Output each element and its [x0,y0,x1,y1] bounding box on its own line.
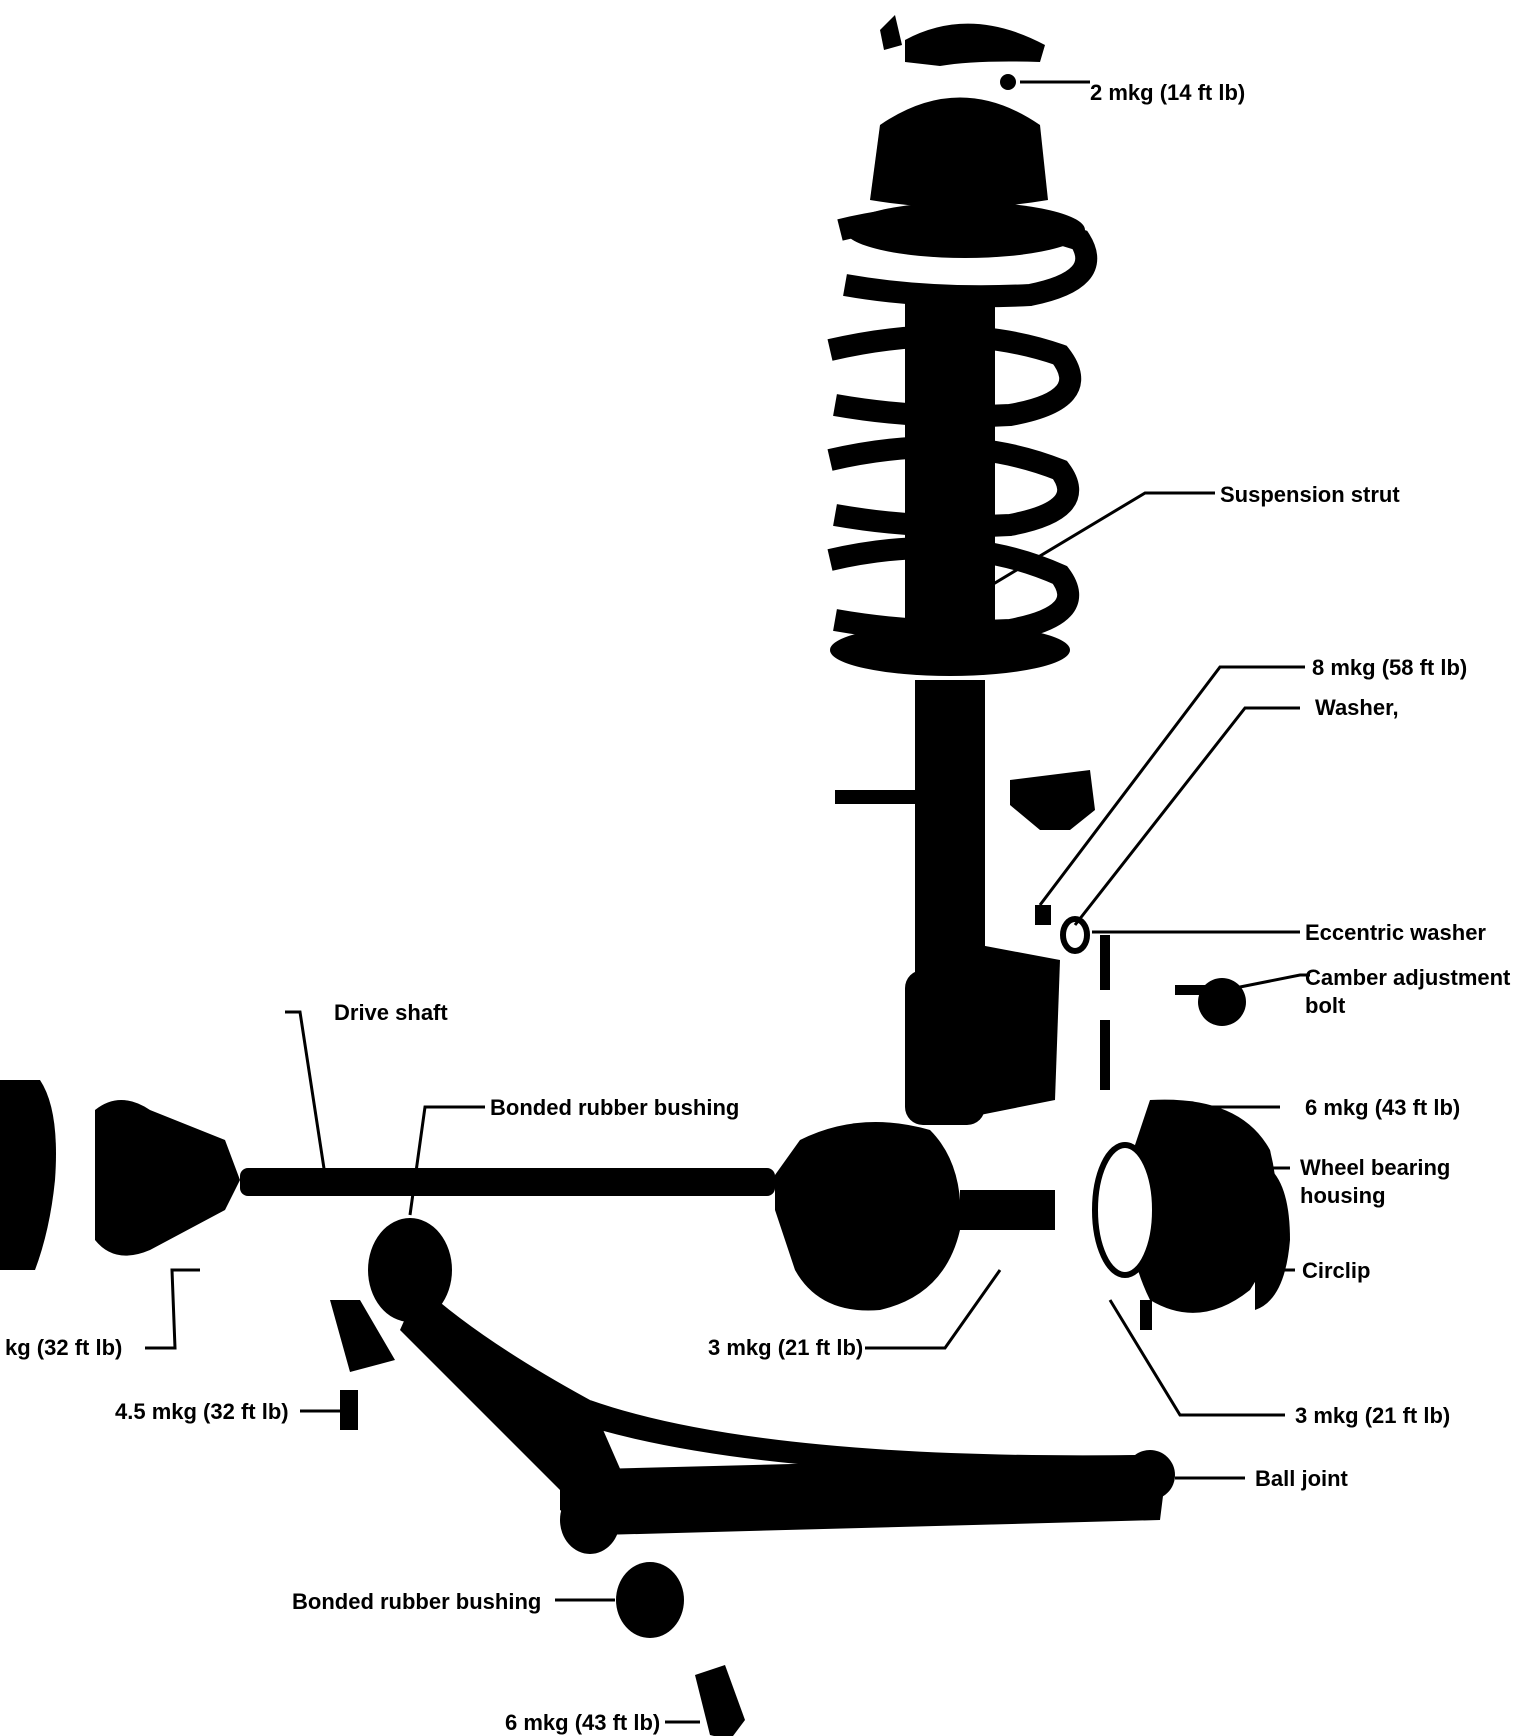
label-wheel-bearing-line1: Wheel bearing [1300,1155,1450,1180]
label-washer: Washer, [1315,695,1399,720]
bushing-lower-mount [560,1486,620,1554]
label-camber-bolt-line2: bolt [1305,993,1346,1018]
camber-bolt-head [1198,978,1246,1026]
ball-joint [1125,1450,1175,1500]
strut-top-nut [1000,74,1016,90]
label-flange-torque: kg (32 ft lb) [5,1335,122,1360]
control-arm-assembly [330,1218,1175,1736]
housing-bolt-lower [1100,1020,1110,1090]
strut-tube [915,680,985,980]
outer-cv-boot [775,1122,961,1311]
strut-bolt [1035,905,1051,925]
arm-bolt [695,1665,745,1736]
strut-bracket [980,945,1060,1115]
tie-rod-end [1010,770,1095,830]
outer-cv-spline [960,1190,1055,1230]
label-ball-joint: Ball joint [1255,1466,1349,1491]
strut-top-cap [905,23,1045,67]
label-wheel-bearing-line2: housing [1300,1183,1386,1208]
ball-joint-stud [1140,1300,1152,1330]
strut-lower-body [905,970,985,1125]
label-strut-bolt-torque: 8 mkg (58 ft lb) [1312,655,1467,680]
control-arm-web [590,1400,1140,1476]
label-suspension-strut: Suspension strut [1220,482,1400,507]
label-drive-shaft: Drive shaft [334,1000,448,1025]
label-top-nut-torque: 2 mkg (14 ft lb) [1090,80,1245,105]
hub-flange [1255,1160,1290,1310]
label-camber-bolt-line1: Camber adjustment [1305,965,1511,990]
label-clamp-torque: 4.5 mkg (32 ft lb) [115,1399,289,1424]
wheel-bearing-housing [1092,1099,1290,1330]
piston-rod-bumpstop [905,300,995,630]
label-bushing-lower: Bonded rubber bushing [292,1589,541,1614]
strut-cap-tab [880,15,902,50]
housing-bolt-upper [1100,935,1110,990]
circlip-ring [1092,1142,1158,1278]
lower-spring-seat [830,624,1070,676]
label-arm-bolt-torque: 6 mkg (43 ft lb) [505,1710,660,1735]
leader-lines [145,80,1310,1724]
bearing-housing-body [1127,1099,1277,1313]
control-arm-front [400,1285,625,1490]
eccentric-washer [1060,916,1090,954]
transmission-flange [0,1080,56,1270]
upper-mount [870,97,1048,208]
drive-shaft-bar [240,1168,775,1196]
label-eccentric-washer: Eccentric washer [1305,920,1486,945]
camber-bolt-shank [1175,985,1220,995]
label-balljoint-torque: 3 mkg (21 ft lb) [1295,1403,1450,1428]
suspension-strut-assembly [827,15,1246,1125]
tie-rod [835,790,920,804]
bushing-lower [616,1562,684,1638]
clamp-bolt [340,1390,358,1430]
drive-shaft-assembly [0,1080,1055,1311]
label-bushing-upper: Bonded rubber bushing [490,1095,739,1120]
label-shield-torque: 3 mkg (21 ft lb) [708,1335,863,1360]
label-housing-bolt-torque: 6 mkg (43 ft lb) [1305,1095,1460,1120]
label-circlip: Circlip [1302,1258,1370,1283]
inner-cv-boot [95,1100,240,1256]
clamp-bracket [330,1300,395,1372]
